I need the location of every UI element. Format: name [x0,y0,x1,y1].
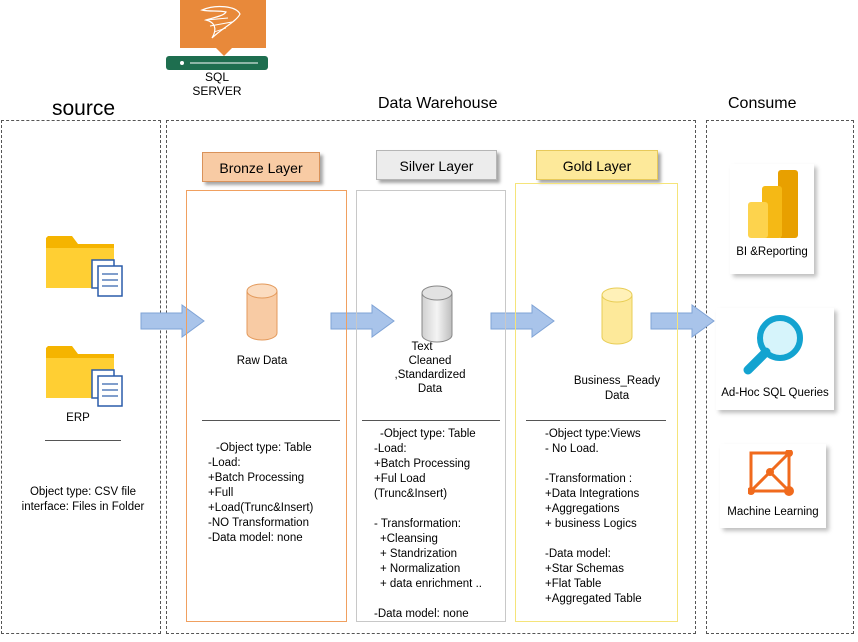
gold-detail-line: -Object type:Views [545,428,641,440]
gold-detail-line: +Aggregations [545,503,620,515]
gold-detail-line: +Data Integrations [545,488,640,500]
source-panel [1,120,161,634]
bronze-detail-line: +Load(Trunc&Insert) [208,502,314,514]
silver-detail-line: (Trunc&Insert) [374,488,448,500]
gold-detail-line [545,457,675,472]
right-arrow-icon [490,304,555,338]
gold-detail-line: + business Logics [545,518,637,530]
gold-layer-label: Gold Layer [536,150,658,180]
gold-detail-line: -Transformation : [545,473,633,485]
silver-detail-line: +Batch Processing [374,458,471,470]
gold-layer-box [515,183,678,622]
gold-divider [526,420,666,421]
consume-panel [706,120,854,634]
silver-data-line: ,Standardized [394,369,466,381]
silver-data-label: Text Cleaned ,Standardized Data [380,340,480,396]
bronze-layer-label: Bronze Layer [202,152,320,182]
erp-label: ERP [66,412,90,424]
sql-server-caption: SQL SERVER [166,70,268,98]
gold-detail-line: +Flat Table [545,578,602,590]
right-arrow-icon [140,304,205,338]
bi-reporting-card: BI &Reporting [730,164,814,274]
silver-layer-label: Silver Layer [376,150,497,180]
gold-detail-line: - No Load. [545,443,599,455]
sql-line2: SERVER [192,84,242,98]
silver-detail-line: - Transformation: [374,518,461,530]
silver-divider [362,420,500,421]
powerbi-icon [748,170,798,238]
sql-line1: SQL [204,70,229,84]
machine-learning-icon [748,450,794,496]
silver-detail-line: -Object type: Table [380,428,476,440]
bronze-detail-line: -Data model: none [208,532,303,544]
database-cylinder-icon [601,287,633,345]
silver-detail-line: + Normalization [380,563,461,575]
warehouse-title: Data Warehouse [378,95,498,112]
gold-data-label: Business_Ready Data [562,374,672,404]
silver-detail-line: + Standrization [380,548,458,560]
bronze-detail-line: +Full [208,487,234,499]
warehouse-panel [166,120,696,634]
source-divider [45,440,121,441]
right-arrow-icon [650,304,715,338]
bronze-detail-line: -Object type: Table [216,442,312,454]
gold-detail-line [545,532,675,547]
source-desc-line2: interface: Files in Folder [21,501,145,513]
silver-data-line: Text [411,341,433,353]
sql-server-logo: SQL SERVER [166,0,268,100]
silver-detail-line [374,502,504,517]
bronze-detail-line: +Batch Processing [208,472,305,484]
bronze-divider [202,420,340,421]
silver-detail-line: + data enrichment .. [380,578,482,590]
machine-learning-label: Machine Learning [727,506,819,518]
silver-detail-line [374,592,504,607]
gold-data-line: Data [604,390,630,402]
bronze-layer-box [186,190,347,622]
bronze-data-label: Raw Data [236,355,288,367]
source-title: source [52,97,116,120]
silver-data-line: Cleaned [408,355,452,367]
silver-layer-box [356,190,506,622]
silver-detail-line: -Load: [374,443,407,455]
adhoc-queries-card: Ad-Hoc SQL Queries [716,308,834,410]
magnifier-icon [743,315,803,375]
source-description: Object type: CSV file interface: Files i… [8,485,158,515]
database-cylinder-icon [421,285,453,343]
silver-detail-line: -Data model: none [374,608,469,620]
gold-detail-line: +Aggregated Table [545,593,642,605]
adhoc-queries-label: Ad-Hoc SQL Queries [721,387,829,399]
bi-reporting-label: BI &Reporting [736,246,808,258]
gold-details: -Object type:Views - No Load. -Transform… [545,427,675,607]
bronze-details: -Object type: Table -Load: +Batch Proces… [208,441,346,546]
silver-details: -Object type: Table -Load: +Batch Proces… [374,427,504,622]
database-cylinder-icon [246,283,278,341]
consume-title: Consume [728,95,797,112]
silver-data-line: Data [417,383,443,395]
silver-detail-line: +Cleansing [380,533,438,545]
bronze-detail-line: -Load: [208,457,241,469]
folder-document-icon [46,346,123,407]
bronze-detail-line: -NO Transformation [208,517,309,529]
sql-server-icon [166,0,268,70]
source-desc-line1: Object type: CSV file [29,486,137,498]
folder-document-icon [46,236,123,297]
machine-learning-card: Machine Learning [720,444,826,528]
gold-detail-line: +Star Schemas [545,563,624,575]
silver-detail-line: +Ful Load [374,473,426,485]
gold-data-line: Business_Ready [573,375,661,387]
gold-detail-line: -Data model: [545,548,611,560]
